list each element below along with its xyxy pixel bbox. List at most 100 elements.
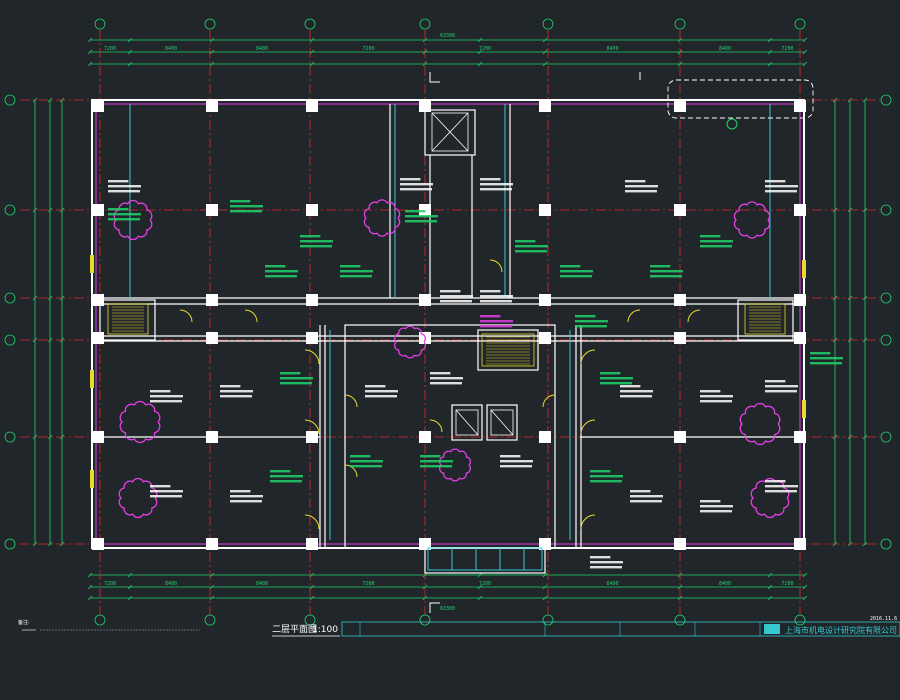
column (674, 332, 686, 344)
annotation-line (420, 460, 453, 463)
column (539, 332, 551, 344)
annotation-line (150, 495, 182, 498)
bottom-dim-value: 7200 (104, 581, 116, 587)
dim-tick (127, 572, 133, 578)
dim-tick (477, 61, 483, 67)
column (419, 538, 431, 550)
annotation-line (108, 185, 141, 188)
top-dim-value: 7200 (363, 46, 375, 52)
annotation-line (480, 178, 501, 181)
dim-tick (477, 595, 483, 601)
column (92, 294, 104, 306)
annotation-line (590, 556, 611, 559)
annotation-line (500, 460, 533, 463)
annotation-line (480, 183, 513, 186)
axis-bubble-bottom (304, 614, 316, 626)
column (92, 100, 104, 112)
revision-cloud (394, 325, 426, 359)
column (206, 294, 218, 306)
annotation-line (650, 265, 671, 268)
annotation-line (340, 265, 361, 268)
overall-dim-top: 63300 (440, 33, 455, 39)
annotation-line (480, 188, 512, 191)
column (794, 332, 806, 344)
annotation-line (625, 185, 658, 188)
annotation-line (350, 465, 382, 468)
column (92, 431, 104, 443)
annotation-line (590, 480, 622, 483)
annotation-line (300, 245, 332, 248)
axis-bubble-top (542, 18, 554, 30)
dim-tick (209, 572, 215, 578)
column (539, 100, 551, 112)
dimension-lines (34, 39, 866, 599)
top-dim-value: 8400 (607, 46, 619, 52)
dim-tick (87, 595, 93, 601)
annotation-line (560, 265, 581, 268)
dim-tick (87, 572, 93, 578)
top-dim-value: 8400 (256, 46, 268, 52)
annotation-line (630, 495, 663, 498)
bottom-dim-value: 8400 (165, 581, 177, 587)
annotation-line (480, 325, 512, 328)
dim-tick (422, 584, 428, 590)
column (794, 538, 806, 550)
top-dim-value: 7200 (104, 46, 116, 52)
annotation-line (150, 395, 183, 398)
annotation-line (765, 385, 798, 388)
revision-cloud (118, 477, 158, 519)
dim-tick (47, 207, 53, 213)
annotation-line (430, 377, 463, 380)
annotation-line (270, 480, 302, 483)
column (206, 100, 218, 112)
dim-tick (802, 49, 808, 55)
stair-treads (112, 306, 781, 365)
annotation-line (700, 400, 732, 403)
annotation-line (590, 475, 623, 478)
annotation-line (765, 185, 798, 188)
column (794, 100, 806, 112)
dim-tick (862, 337, 868, 343)
dim-tick (209, 584, 215, 590)
annotation-line (230, 210, 262, 213)
top-dim-value: 8400 (719, 46, 731, 52)
column (419, 294, 431, 306)
annotation-line (480, 290, 501, 293)
axis-bubble-right (880, 94, 892, 106)
dim-tick (862, 541, 868, 547)
annotation-line (590, 561, 623, 564)
axis-bubble-right (880, 431, 892, 443)
dim-tick (542, 572, 548, 578)
dim-tick (309, 595, 315, 601)
column (206, 538, 218, 550)
annotation-line (440, 300, 472, 303)
annotation-line (420, 465, 452, 468)
annotation-line (108, 218, 140, 221)
annotation-line (365, 395, 397, 398)
dim-tick (209, 37, 215, 43)
annotation-line (108, 213, 141, 216)
annotation-line (700, 500, 721, 503)
bottom-dim-value: 8400 (719, 581, 731, 587)
column (306, 294, 318, 306)
axis-bubble-right (880, 538, 892, 550)
dim-tick (309, 61, 315, 67)
annotation-line (620, 390, 653, 393)
dim-tick (87, 49, 93, 55)
annotation-line (108, 208, 129, 211)
column (92, 332, 104, 344)
dim-tick (542, 595, 548, 601)
annotation-line (150, 390, 171, 393)
annotation-line (700, 510, 732, 513)
annotation-line (560, 270, 593, 273)
annotation-line (480, 295, 513, 298)
dim-tick (767, 49, 773, 55)
dim-tick (862, 97, 868, 103)
axis-bubble-left (4, 538, 16, 550)
column (674, 431, 686, 443)
dim-tick (767, 584, 773, 590)
annotation-line (600, 377, 633, 380)
column (92, 538, 104, 550)
annotation-line (480, 300, 512, 303)
annotation-line (265, 275, 297, 278)
